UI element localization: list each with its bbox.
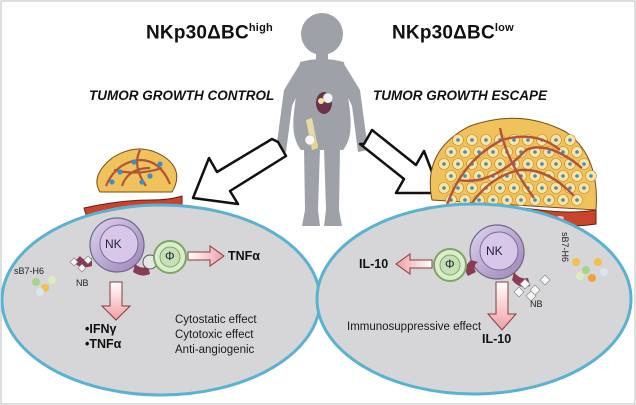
tumor-nucleus	[477, 150, 481, 154]
sb7h6-dots-right	[572, 258, 608, 282]
cytokine-arrow-down-left	[100, 281, 132, 321]
tumor-nucleus	[526, 162, 530, 166]
small-tumor-icon	[96, 148, 178, 193]
tumor-nucleus	[575, 198, 579, 202]
tumor-nucleus	[512, 138, 516, 142]
il10-arrow-left	[395, 253, 433, 275]
tumor-nucleus	[512, 186, 516, 190]
tumor-nucleus	[484, 138, 488, 142]
tumor-nucleus	[484, 162, 488, 166]
tnf-arrow-right	[187, 245, 225, 267]
tumor-nucleus	[526, 138, 530, 142]
neuroblastoma-cells-left	[69, 255, 93, 273]
arrow-to-control	[191, 137, 288, 206]
phase-escape: TUMOR GROWTH ESCAPE	[373, 88, 547, 103]
nk-label-left: NK	[105, 237, 122, 251]
effect-antiangiogenic: Anti-angiogenic	[175, 344, 255, 356]
il10-arrow-down	[486, 281, 518, 331]
sb7h6-label-left: sB7-H6	[14, 266, 45, 276]
tumor-nucleus	[470, 186, 474, 190]
tumor-nucleus	[491, 198, 495, 202]
sb7h6-label-right: sB7-H6	[560, 232, 570, 263]
tumor-nucleus	[568, 162, 572, 166]
effect-immunosuppressive: Immunosuppressive effect	[347, 321, 482, 333]
tumor-nucleus	[547, 150, 551, 154]
neuroblastoma-cells-right	[513, 274, 551, 302]
tumor-nucleus	[491, 150, 495, 154]
tumor-nucleus	[533, 174, 537, 178]
title-low: NKp30ΔBClow	[392, 22, 514, 44]
tumor-nucleus	[568, 186, 572, 190]
tumor-nucleus	[540, 186, 544, 190]
nk-label-right: NK	[486, 244, 503, 258]
tumor-nucleus	[533, 150, 537, 154]
tumor-nucleus	[547, 198, 551, 202]
macrophage-left	[153, 240, 187, 274]
nkp30-receptor-left-2	[133, 264, 150, 276]
tumor-nucleus	[463, 198, 467, 202]
effect-cytotoxic: Cytotoxic effect	[175, 329, 254, 341]
macrophage-label-left: Φ	[165, 249, 175, 263]
tumor-nucleus	[505, 198, 509, 202]
nkp30-receptor-right	[465, 260, 478, 276]
tumor-nucleus	[442, 162, 446, 166]
tumor-nucleus	[554, 162, 558, 166]
tumor-nucleus	[533, 198, 537, 202]
tumor-nucleus	[449, 174, 453, 178]
tumor-nucleus	[456, 138, 460, 142]
tumor-nucleus	[498, 186, 502, 190]
tumor-nucleus	[575, 174, 579, 178]
escape-microenvironment	[315, 202, 633, 396]
tumor-nucleus	[456, 186, 460, 190]
title-high-sup: high	[248, 22, 273, 34]
tumor-nucleus	[456, 162, 460, 166]
title-high: NKp30ΔBChigh	[146, 22, 273, 44]
tumor-nucleus	[519, 198, 523, 202]
tumor-nucleus	[477, 174, 481, 178]
title-low-sup: low	[494, 22, 514, 34]
tumor-nucleus	[540, 162, 544, 166]
bone-tumor-icon	[304, 118, 318, 150]
nb-label-right: NB	[530, 299, 543, 309]
tumor-nucleus	[561, 150, 565, 154]
nb-label-left: NB	[76, 278, 89, 288]
tnf-label-left: TNFα	[228, 249, 260, 263]
macrophage-label-right: Φ	[445, 257, 455, 271]
il10-label-down: IL-10	[482, 332, 512, 346]
control-microenvironment	[0, 203, 322, 397]
title-high-main: NKp30ΔBC	[146, 22, 249, 44]
ifn-label: •IFNγ	[85, 322, 117, 336]
tumor-nucleus	[554, 186, 558, 190]
tumor-nucleus	[498, 162, 502, 166]
tumor-nucleus	[582, 162, 586, 166]
nk-cell-left	[89, 217, 145, 273]
nkp30-receptor-left	[74, 256, 92, 268]
tumor-nucleus	[554, 138, 558, 142]
tumor-nucleus	[561, 174, 565, 178]
tumor-nucleus	[561, 198, 565, 202]
tumor-nucleus	[575, 150, 579, 154]
large-tumor-icon	[429, 117, 597, 211]
nk-cell-right	[469, 224, 525, 280]
tumor-nucleus	[589, 174, 593, 178]
title-low-main: NKp30ΔBC	[392, 22, 495, 44]
effect-cytostatic: Cytostatic effect	[175, 314, 257, 326]
tumor-nucleus	[449, 150, 453, 154]
tumor-nucleus	[442, 186, 446, 190]
tnf-label-down: •TNFα	[85, 337, 122, 351]
tumor-nucleus	[582, 186, 586, 190]
adrenal-tumor-icon	[316, 92, 334, 114]
il10-label-left: IL-10	[359, 257, 389, 271]
sb7h6-dots-left	[32, 276, 56, 296]
tumor-nucleus	[463, 150, 467, 154]
tumor-nucleus	[463, 174, 467, 178]
macrophage-right	[433, 248, 467, 282]
tumor-nucleus	[470, 138, 474, 142]
tumor-nucleus	[477, 198, 481, 202]
tumor-nucleus	[568, 138, 572, 142]
phase-control: TUMOR GROWTH CONTROL	[89, 88, 275, 103]
child-silhouette-icon	[276, 13, 368, 226]
